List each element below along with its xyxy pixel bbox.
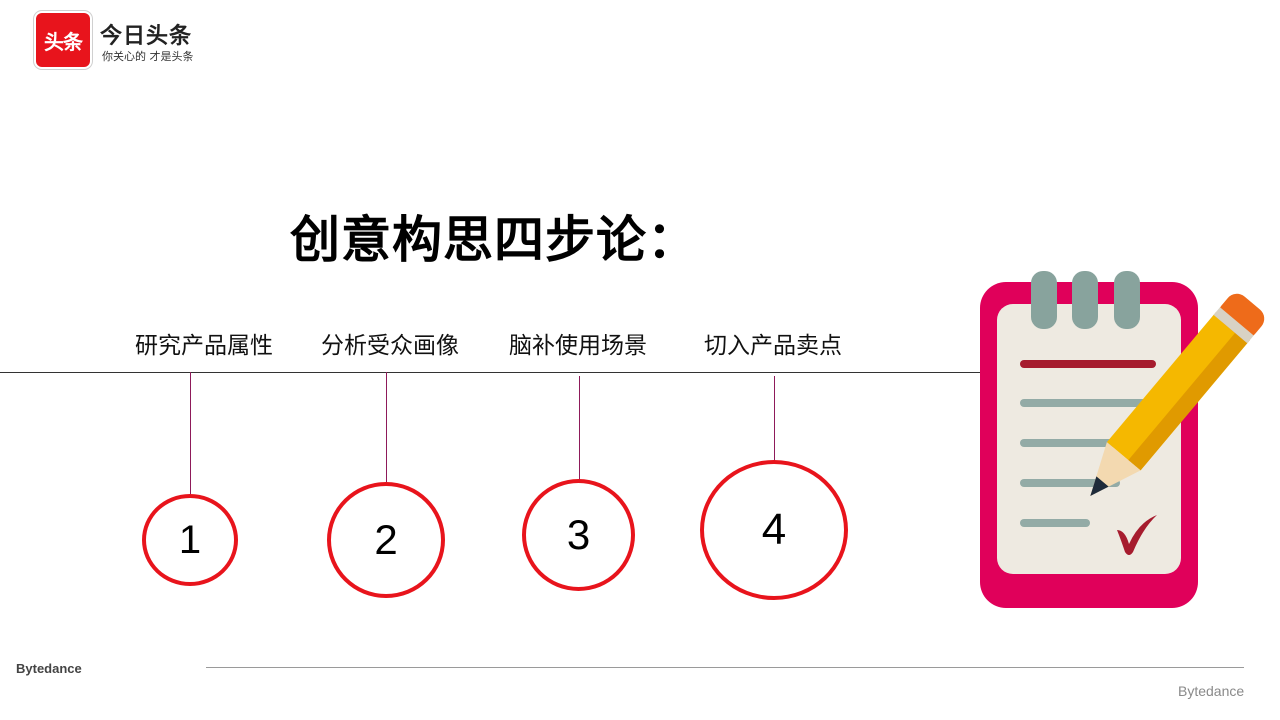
footer-brand-left: Bytedance bbox=[16, 661, 82, 676]
logo-slogan: 你关心的 才是头条 bbox=[102, 50, 194, 63]
step-connector-2 bbox=[386, 372, 387, 482]
slide-title: 创意构思四步论： bbox=[290, 211, 698, 269]
logo-mark-text: 头条 bbox=[44, 29, 83, 54]
step-label-3: 脑补使用场景 bbox=[509, 333, 647, 359]
footer-brand-right: Bytedance bbox=[1178, 683, 1245, 699]
step-connector-1 bbox=[190, 372, 191, 494]
step-label-4: 切入产品卖点 bbox=[704, 333, 842, 359]
notepad-pencil-icon bbox=[980, 271, 1265, 608]
toutiao-logo-icon: 头条 bbox=[36, 13, 90, 67]
step-circle-4: 4 bbox=[700, 460, 848, 600]
step-number-3: 3 bbox=[566, 511, 591, 558]
step-label-2: 分析受众画像 bbox=[321, 333, 459, 359]
step-label-1: 研究产品属性 bbox=[135, 333, 273, 359]
logo-name: 今日头条 bbox=[100, 24, 193, 49]
step-number-2: 2 bbox=[374, 516, 398, 563]
footer-divider bbox=[206, 667, 1244, 668]
step-connector-4 bbox=[774, 376, 775, 462]
step-circle-3: 3 bbox=[522, 479, 635, 591]
step-number-1: 1 bbox=[178, 517, 202, 562]
step-number-4: 4 bbox=[761, 505, 787, 554]
step-circle-2: 2 bbox=[327, 482, 445, 598]
step-connector-3 bbox=[579, 376, 580, 480]
timeline-line bbox=[0, 372, 985, 373]
step-circle-1: 1 bbox=[142, 494, 238, 586]
